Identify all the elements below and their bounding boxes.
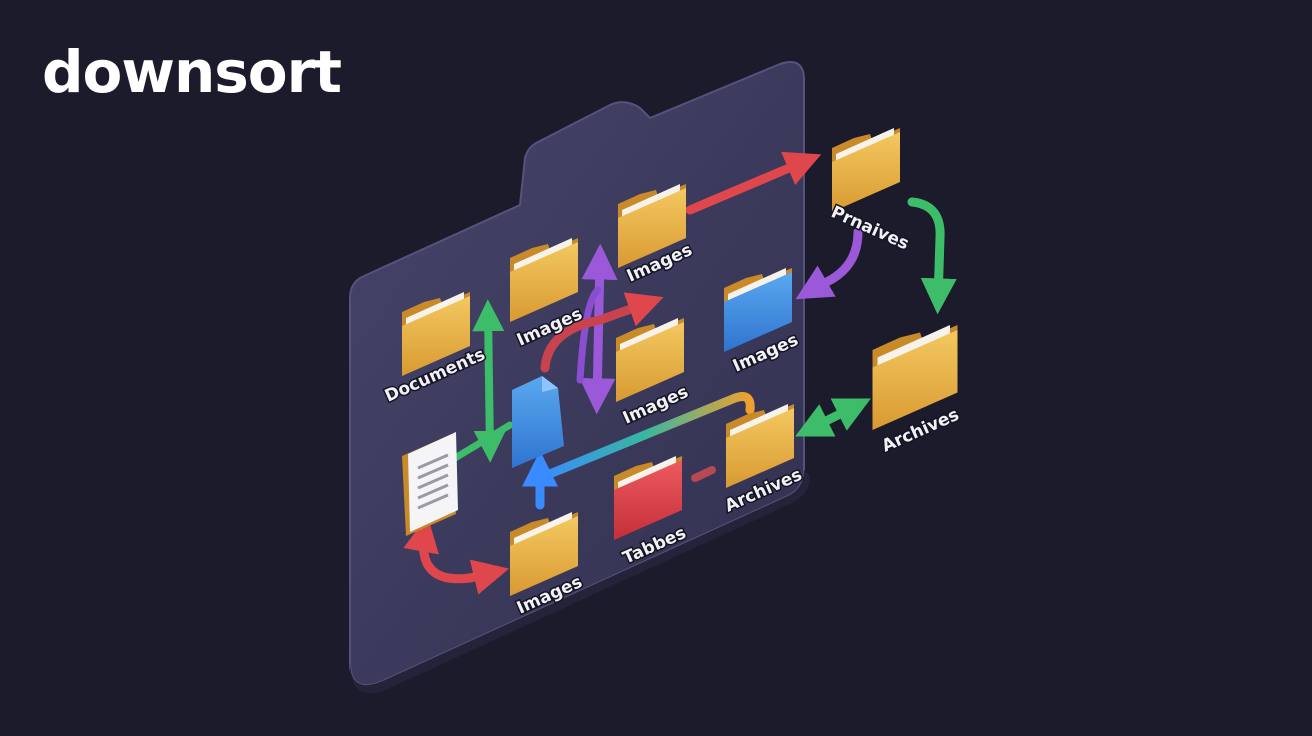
green-arrow <box>451 421 514 462</box>
folder-icon <box>832 128 900 212</box>
purple-arrow <box>576 286 602 384</box>
red-arrow <box>540 292 664 373</box>
purple-arrow <box>795 227 863 300</box>
purple-arrow <box>579 243 618 415</box>
blue-file-icon <box>512 376 564 468</box>
sorting-arrows <box>403 151 957 595</box>
folder-archives[interactable]: Archives <box>872 325 964 458</box>
app-title: downsort <box>42 38 342 106</box>
red-arrow <box>403 515 510 595</box>
document-file-icon <box>402 432 458 536</box>
rainbow-arrow <box>535 392 755 510</box>
green-arrow <box>795 398 871 437</box>
red-arrow <box>685 151 822 215</box>
green-arrow <box>907 197 957 315</box>
green-arrow <box>472 299 506 463</box>
folder-label: Prnaives <box>828 202 912 254</box>
folder-previews[interactable]: Prnaives <box>826 128 913 256</box>
red-arrow <box>691 466 716 482</box>
